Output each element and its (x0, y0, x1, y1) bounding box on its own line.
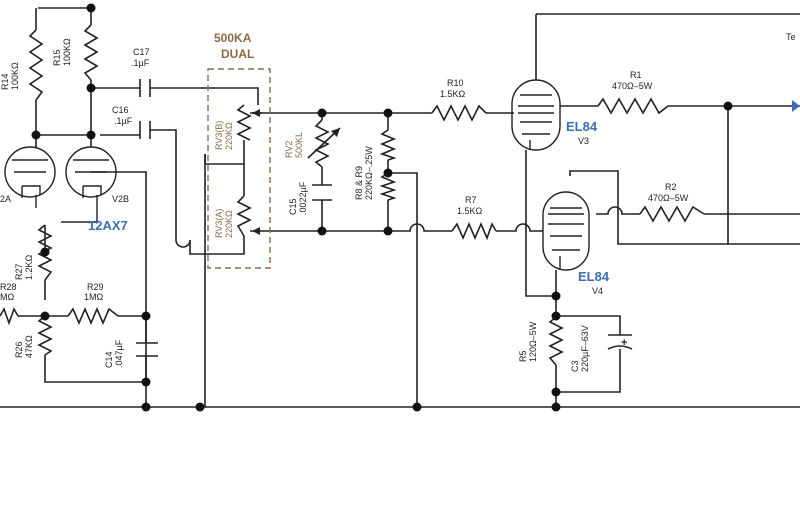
v2a-label: 2A (0, 194, 11, 204)
capacitors: + (136, 79, 633, 382)
r5-resistor (548, 316, 564, 366)
ka-dual: DUAL (221, 47, 254, 61)
r26-label: R2647KΩ (14, 335, 34, 358)
v4-name-label: V4 (592, 286, 603, 296)
c14-label: C14.047µF (104, 339, 124, 368)
v2b-label: V2B (112, 194, 129, 204)
rv3b-resistor (236, 104, 252, 141)
c16-capacitor (139, 121, 151, 139)
c16-label: C16.1µF (112, 105, 133, 126)
r28-resistor (0, 307, 19, 326)
svg-text:+: + (621, 337, 627, 349)
resistors (0, 24, 705, 366)
tube-v3 (511, 79, 561, 151)
v3-type-label: EL84 (566, 119, 598, 134)
r26-resistor (37, 315, 53, 356)
c3-label: C3220µF–63V (570, 325, 590, 372)
r8-resistor (379, 129, 397, 161)
v2-type-label: 12AX7 (88, 218, 128, 233)
output-arrow (792, 100, 800, 112)
rv3b-label: RV3(B)220KΩ (214, 121, 234, 150)
r8r9-label: R8 & R9220KΩ–.25W (354, 146, 374, 200)
wires (0, 7, 800, 408)
r14-label: R14100KΩ (0, 62, 20, 90)
rv2-label: RV2500KL (284, 132, 304, 158)
c17-label: C17.1µF (131, 47, 150, 68)
r27-label: R271.2KΩ (14, 254, 34, 280)
tube-v2a (4, 135, 56, 208)
r29-resistor (67, 306, 119, 326)
r10-resistor (431, 104, 487, 122)
c3-capacitor (607, 334, 633, 365)
v3-name-label: V3 (578, 136, 589, 146)
rv3a-label: RV3(A)220KΩ (214, 209, 234, 238)
r15-label: R15100KΩ (52, 38, 72, 66)
tube-v4 (542, 191, 590, 271)
rv3a-resistor (236, 195, 252, 237)
labels: R14100KΩ R15100KΩ C17.1µF C16.1µF 500KA … (0, 31, 796, 372)
r9-resistor (379, 172, 397, 201)
r5-label: R5120Ω–5W (518, 321, 538, 362)
c14-capacitor (136, 316, 158, 382)
c17-capacitor (139, 79, 151, 97)
c15-capacitor (312, 184, 332, 201)
ka-title: 500KA (214, 31, 252, 45)
v4-type-label: EL84 (578, 269, 610, 284)
r1-resistor (597, 97, 669, 115)
pot-arrows (252, 109, 341, 235)
r15-resistor (83, 24, 99, 81)
r7-resistor (451, 221, 497, 241)
r2-resistor (639, 205, 705, 223)
dual-pot-enclosure (207, 68, 271, 269)
junctions (31, 3, 733, 412)
c15-label: C15.0022µF (288, 181, 308, 215)
r14-resistor (28, 29, 44, 101)
rv2-resistor (314, 119, 330, 168)
corner-label: Te (786, 32, 796, 42)
tube-v2b (61, 135, 117, 223)
